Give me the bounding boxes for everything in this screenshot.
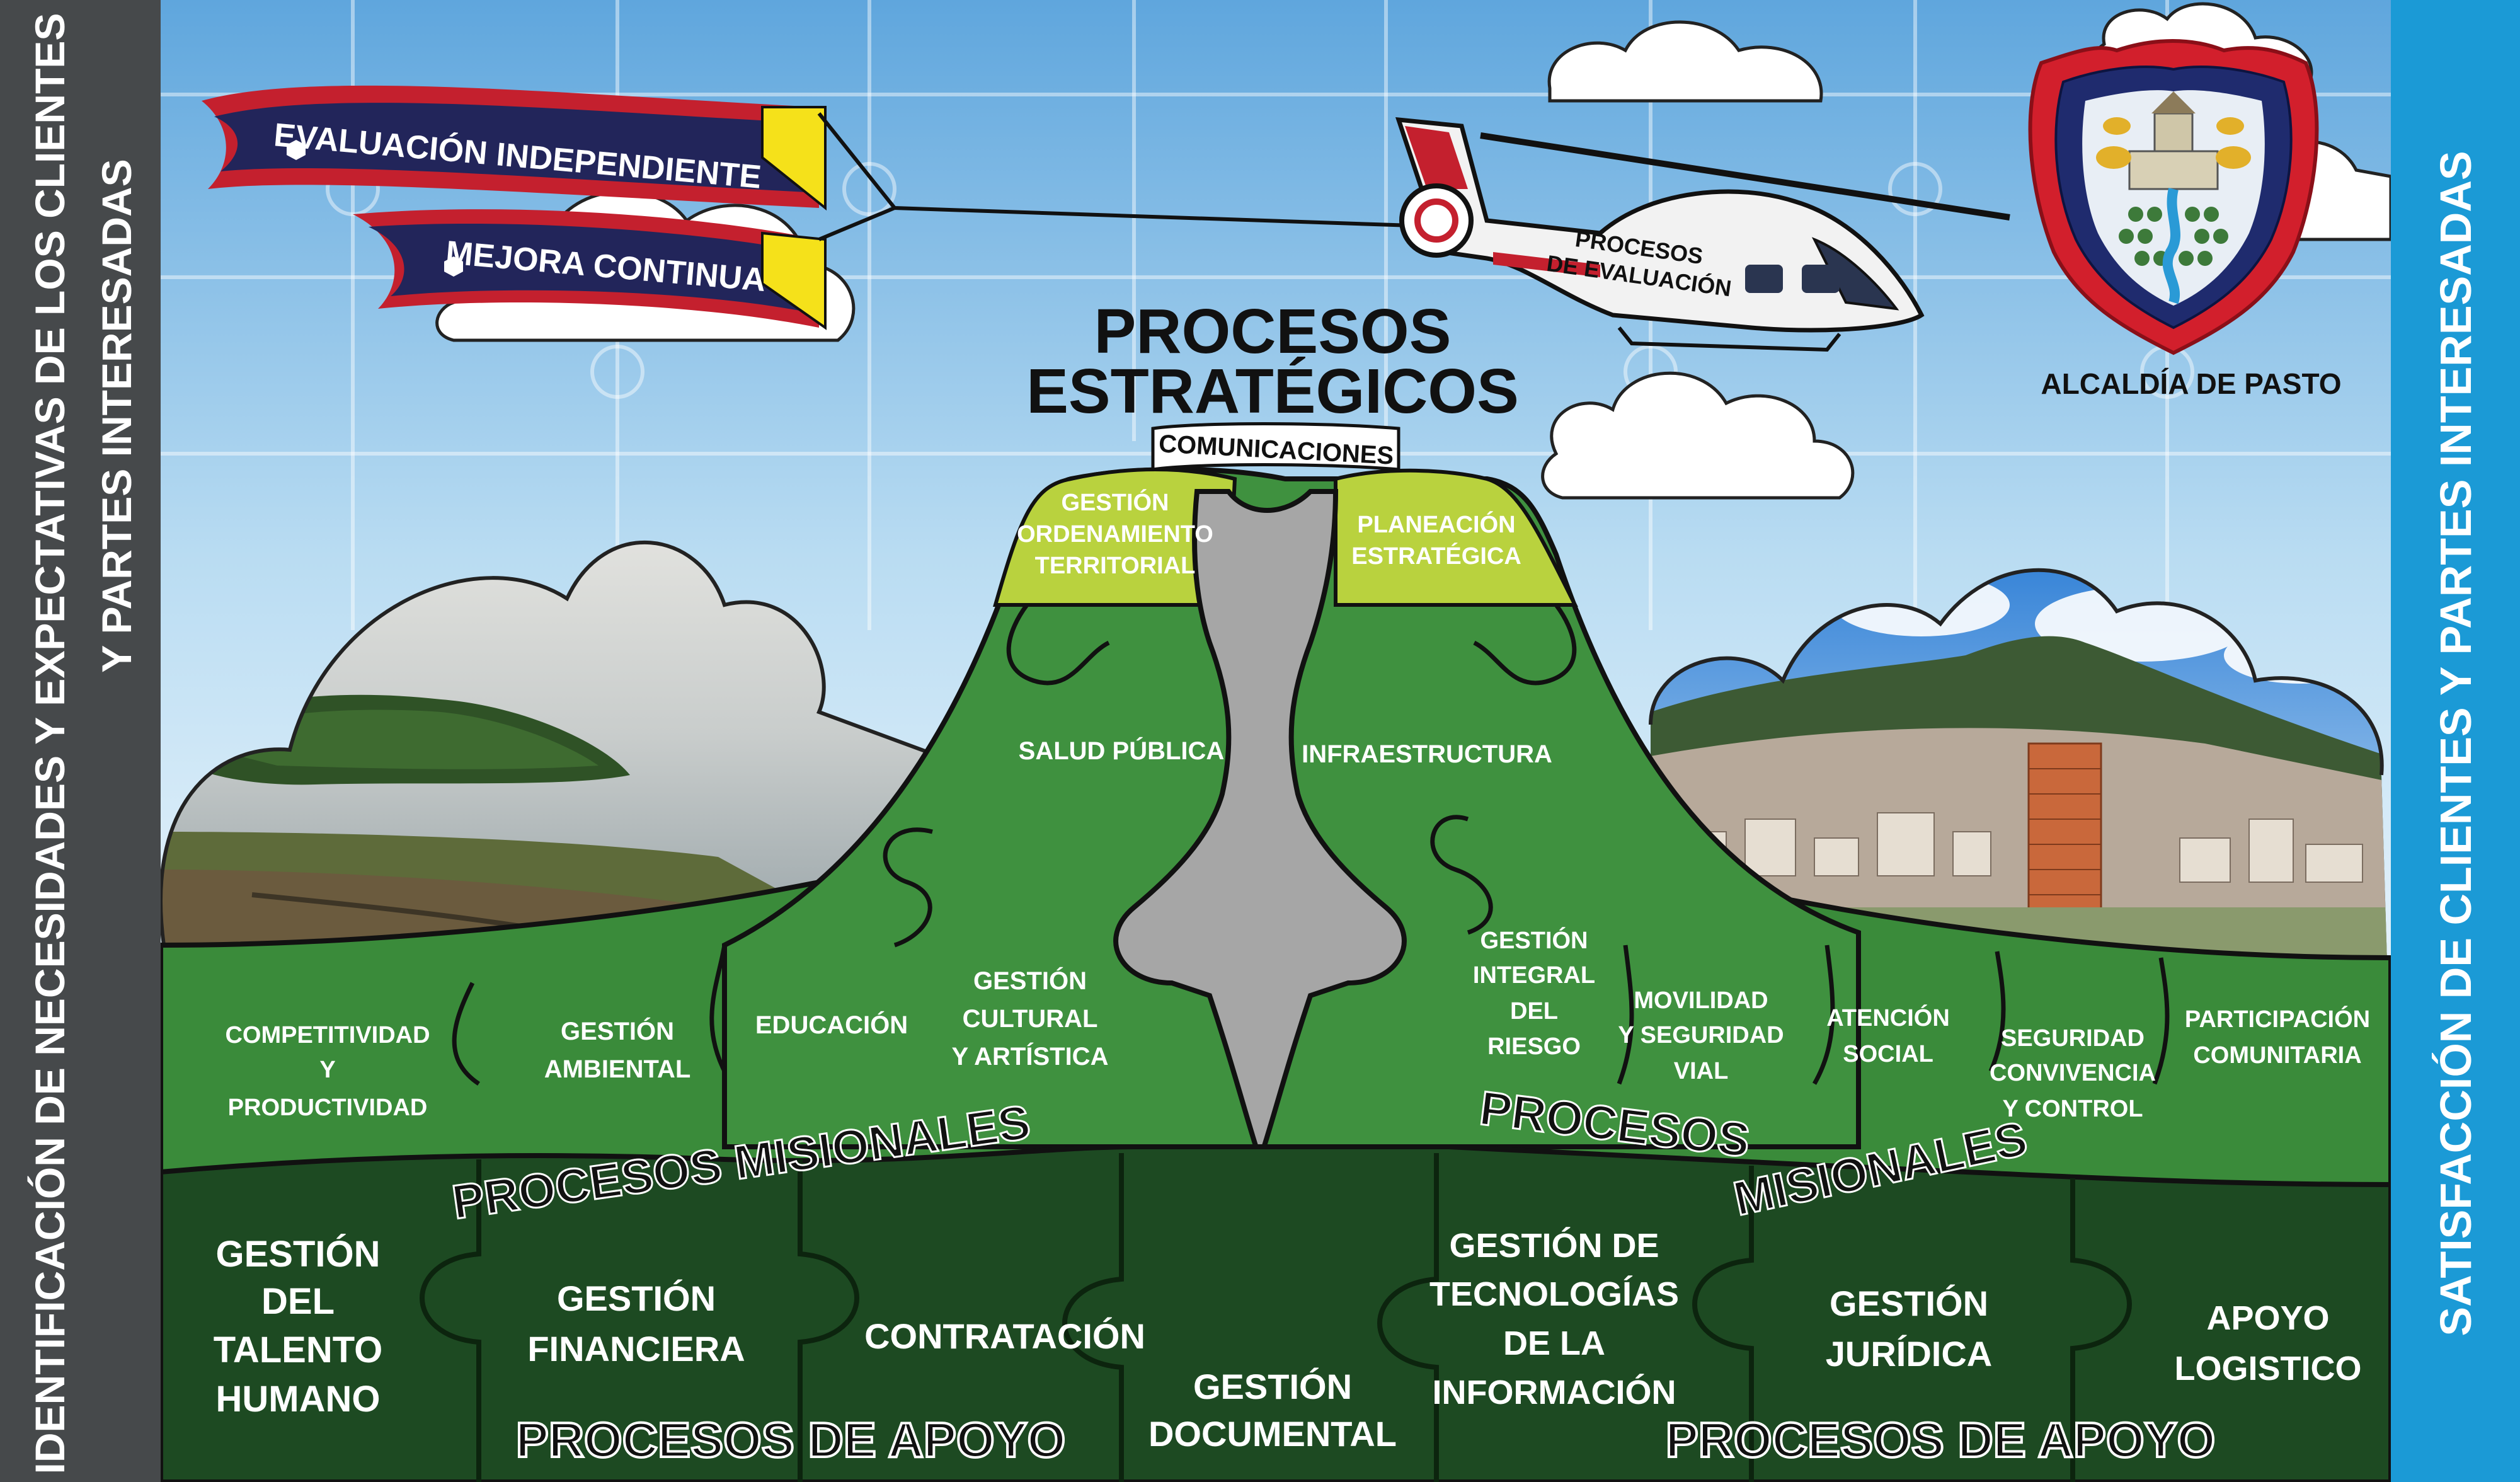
support-item-line: TECNOLOGÍAS (1429, 1275, 1679, 1313)
alcaldia-shield-logo (2028, 39, 2319, 355)
cap-left (993, 468, 1237, 607)
cap-right-line: ESTRATÉGICA (1351, 542, 1521, 570)
cap-right-line: PLANEACIÓN (1357, 510, 1515, 538)
banner-evaluacion: EVALUACIÓN INDEPENDIENTE (202, 85, 827, 211)
faces-silhouette (1113, 489, 1407, 1168)
missional-item-line: CULTURAL (963, 1005, 1098, 1033)
support-item-line: DE LA (1503, 1324, 1605, 1362)
left-sidebar (0, 0, 161, 1482)
support-item-line: GESTIÓN DE (1449, 1227, 1659, 1265)
strategic-title-line2: ESTRATÉGICOS (1026, 356, 1519, 427)
left-sidebar-line2: Y PARTES INTERESADAS (93, 159, 140, 672)
support-item-line: FINANCIERA (527, 1329, 745, 1369)
support-item-line: GESTIÓN (1830, 1284, 1988, 1323)
missional-item-line: COMPETITIVIDAD (225, 1022, 430, 1048)
missional-item-line: VIAL (1674, 1058, 1729, 1084)
cap-left-line: GESTIÓN (1061, 488, 1169, 516)
right-sidebar (2391, 0, 2520, 1482)
missional-item-line: EDUCACIÓN (755, 1010, 908, 1039)
support-item-line: JURÍDICA (1826, 1334, 1992, 1374)
city-cloud-outline (1649, 568, 2384, 776)
support-item-line: GESTIÓN (215, 1234, 380, 1275)
missional-item-line: RIESGO (1487, 1033, 1581, 1060)
strategic-title-line1: PROCESOS (1094, 296, 1452, 367)
missional-item-line: GESTIÓN (1480, 926, 1588, 954)
missional-item-line: CONVIVENCIA (1990, 1060, 2156, 1086)
cap-right-labels: PLANEACIÓN ESTRATÉGICA (1351, 510, 1521, 570)
support-labels: GESTIÓN DEL TALENTO HUMANO GESTIÓN FINAN… (214, 1227, 2362, 1454)
missional-left-labels: COMPETITIVIDAD Y PRODUCTIVIDAD GESTIÓN A… (225, 966, 1108, 1121)
missional-item-line: PRODUCTIVIDAD (228, 1094, 428, 1121)
missional-item-line: ATENCIÓN (1826, 1004, 1950, 1031)
cap-left-line: ORDENAMIENTO (1017, 521, 1213, 548)
support-item-line: GESTIÓN (557, 1278, 716, 1318)
support-item-line: HUMANO (216, 1379, 381, 1420)
support-title-right: PROCESOS DE APOYO (1666, 1412, 2216, 1468)
support-title-left: PROCESOS DE APOYO (516, 1412, 1066, 1468)
helicopter: PROCESOS DE EVALUACIÓN (1395, 117, 2010, 352)
right-sidebar-text: SATISFACCIÓN DE CLIENTES Y PARTES INTERE… (2431, 151, 2480, 1336)
salud-publica-label: SALUD PÚBLICA (1019, 736, 1225, 765)
lake-cloud-outline (159, 540, 940, 946)
support-item-line: CONTRATACIÓN (864, 1316, 1145, 1356)
missional-right-labels: GESTIÓN INTEGRAL DEL RIESGO MOVILIDAD Y … (1473, 926, 2370, 1122)
support-item-line: INFORMACIÓN (1433, 1374, 1676, 1411)
support-item-line: DOCUMENTAL (1148, 1414, 1397, 1454)
support-seams (420, 1153, 2132, 1482)
comunicaciones-ribbon: COMUNICACIONES (1151, 422, 1400, 471)
infraestructura-label: INFRAESTRUCTURA (1302, 740, 1552, 768)
missional-item-line: GESTIÓN (973, 966, 1087, 995)
missional-item-line: Y ARTÍSTICA (952, 1042, 1109, 1071)
support-band (158, 1144, 2393, 1482)
cap-left-line: TERRITORIAL (1035, 553, 1196, 579)
mountain-seams (452, 603, 2170, 1086)
missional-item-line: MOVILIDAD (1634, 987, 1768, 1014)
support-item-line: APOYO (2206, 1299, 2329, 1337)
missional-item-line: GESTIÓN (561, 1016, 674, 1045)
cap-right (1334, 468, 1578, 607)
hexagon-icon (287, 140, 306, 160)
missional-item-line: Y CONTROL (2002, 1096, 2143, 1122)
missional-item-line: INTEGRAL (1473, 962, 1595, 989)
left-sidebar-line1: IDENTIFICACIÓN DE NECESIDADES Y EXPECTAT… (26, 13, 73, 1474)
missional-item-line: AMBIENTAL (544, 1055, 691, 1083)
hexagon-icon (444, 256, 463, 277)
support-item-line: TALENTO (214, 1330, 383, 1370)
support-item-line: GESTIÓN (1193, 1367, 1352, 1406)
missional-item-line: SOCIAL (1843, 1041, 1933, 1067)
banner-mejora: MEJORA CONTINUA (353, 209, 827, 330)
missional-item-line: PARTICIPACIÓN (2185, 1005, 2370, 1033)
missional-item-line: COMUNITARIA (2193, 1042, 2361, 1069)
alcaldia-caption: ALCALDÍA DE PASTO (2041, 367, 2341, 400)
cap-left-labels: GESTIÓN ORDENAMIENTO TERRITORIAL (1017, 488, 1213, 579)
missional-item-line: Y SEGURIDAD (1618, 1022, 1784, 1048)
missional-item-line: SEGURIDAD (2001, 1025, 2145, 1052)
support-item-line: LOGISTICO (2175, 1350, 2362, 1387)
support-item-line: DEL (261, 1281, 335, 1322)
missional-item-line: DEL (1510, 998, 1558, 1025)
tow-rope (817, 112, 1450, 241)
missional-item-line: Y (319, 1057, 335, 1083)
